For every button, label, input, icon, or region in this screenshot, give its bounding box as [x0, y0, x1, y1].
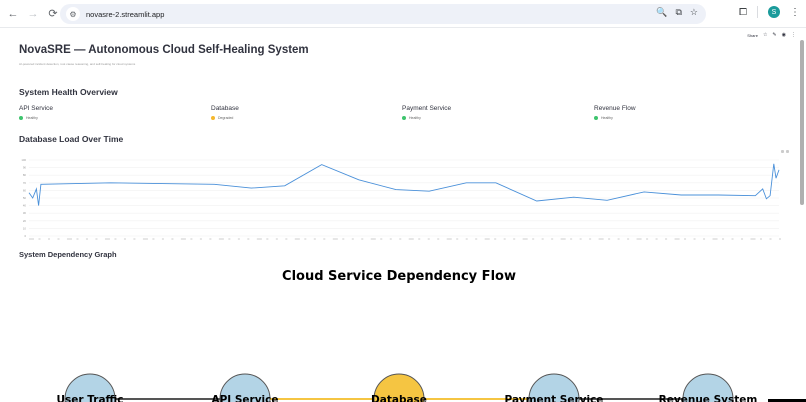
edit-icon[interactable]: ✎	[772, 32, 777, 38]
service-name: API Service	[19, 105, 53, 112]
svg-text:70: 70	[23, 181, 27, 185]
bottom-bar	[768, 399, 806, 402]
svg-text:30: 30	[23, 211, 27, 215]
status-dot-icon	[594, 116, 598, 120]
streamlit-toolbar: Share ☆ ✎ ◉ ⋮	[747, 32, 796, 38]
service-card-revenue: Revenue Flow Healthy	[594, 105, 784, 120]
svg-text:0: 0	[24, 234, 26, 238]
status-dot-icon	[211, 116, 215, 120]
status-dot-icon	[19, 116, 23, 120]
reload-icon[interactable]: ⟳	[48, 8, 58, 20]
status-badge: Degraded	[211, 116, 401, 120]
service-card-payment: Payment Service Healthy	[402, 105, 592, 120]
status-badge: Healthy	[594, 116, 784, 120]
graph-node-label: Payment Service	[505, 394, 604, 402]
svg-text:40: 40	[23, 204, 27, 208]
toolbar-divider	[757, 6, 758, 18]
health-heading: System Health Overview	[19, 87, 118, 97]
load-chart-heading: Database Load Over Time	[19, 134, 124, 144]
svg-text:10: 10	[23, 226, 27, 230]
back-icon[interactable]: ←	[7, 7, 19, 20]
graph-node-label: Database	[371, 394, 427, 402]
graph-node	[682, 373, 734, 402]
page-subtitle: AI-powered incident detection, root caus…	[19, 62, 136, 66]
browser-toolbar: ← → ⟳ ⚙ novasre-2.streamlit.app 🔍 ⧉ ☆ ⧠ …	[0, 0, 806, 28]
address-bar[interactable]: ⚙ novasre-2.streamlit.app 🔍 ⧉ ☆	[60, 4, 706, 24]
service-name: Payment Service	[402, 105, 452, 112]
status-text: Healthy	[26, 116, 38, 120]
svg-text:60: 60	[23, 188, 27, 192]
graph-node	[528, 373, 580, 402]
forward-icon[interactable]: →	[27, 7, 39, 20]
service-name: Database	[211, 105, 239, 112]
graph-canvas: User Traffic API Service Database Payment S…	[57, 373, 758, 402]
app-menu-icon[interactable]: ⋮	[791, 32, 796, 38]
share-button[interactable]: Share	[747, 32, 758, 38]
graph-node-label: API Service	[211, 394, 278, 402]
graph-node	[373, 373, 425, 402]
star-icon[interactable]: ☆	[762, 32, 768, 38]
url-text[interactable]: novasre-2.streamlit.app	[86, 9, 165, 19]
status-badge: Healthy	[402, 116, 592, 120]
bookmark-star-icon[interactable]: ☆	[689, 7, 698, 17]
status-text: Degraded	[218, 116, 234, 120]
page-title: NovaSRE — Autonomous Cloud Self-Healing …	[19, 44, 309, 56]
fullscreen-icon[interactable]	[781, 150, 784, 153]
service-name: Revenue Flow	[594, 105, 636, 112]
status-dot-icon	[402, 116, 406, 120]
dependency-graph: User Traffic API Service Database Payment S…	[19, 328, 806, 402]
svg-text:80: 80	[23, 173, 27, 177]
status-badge: Healthy	[19, 116, 209, 120]
chart-menu-icon[interactable]	[786, 150, 789, 153]
graph-node-label: User Traffic	[57, 394, 124, 402]
service-card-api: API Service Healthy	[19, 105, 209, 120]
extensions-icon[interactable]: ⧠	[739, 6, 747, 18]
status-text: Healthy	[601, 116, 613, 120]
site-info-icon[interactable]: ⚙	[66, 7, 80, 21]
page-scrollbar[interactable]	[800, 40, 804, 205]
load-line-chart[interactable]: 0 10 20 30 40 50 60 70 80 90 100	[19, 148, 789, 240]
install-app-icon[interactable]: ⧉	[675, 7, 682, 17]
svg-text:90: 90	[23, 166, 27, 170]
profile-avatar[interactable]: S	[768, 6, 780, 18]
svg-text:20: 20	[23, 219, 27, 223]
github-icon[interactable]: ◉	[781, 32, 786, 38]
streamlit-app: Share ☆ ✎ ◉ ⋮ NovaSRE — Autonomous Cloud…	[0, 28, 806, 402]
svg-text:100: 100	[21, 158, 26, 162]
zoom-icon[interactable]: 🔍	[656, 7, 668, 17]
graph-title: Cloud Service Dependency Flow	[282, 269, 516, 284]
chart-canvas[interactable]: 0 10 20 30 40 50 60 70 80 90 100	[19, 148, 789, 240]
status-text: Healthy	[409, 116, 421, 120]
graph-node	[64, 373, 116, 402]
svg-text:50: 50	[23, 196, 27, 200]
service-card-database: Database Degraded	[211, 105, 401, 120]
graph-node	[219, 373, 271, 402]
chart-controls	[781, 150, 789, 153]
dependency-heading: System Dependency Graph	[19, 250, 117, 259]
graph-node-label: Revenue System	[659, 394, 758, 402]
browser-menu-icon[interactable]: ⋮	[790, 6, 800, 18]
